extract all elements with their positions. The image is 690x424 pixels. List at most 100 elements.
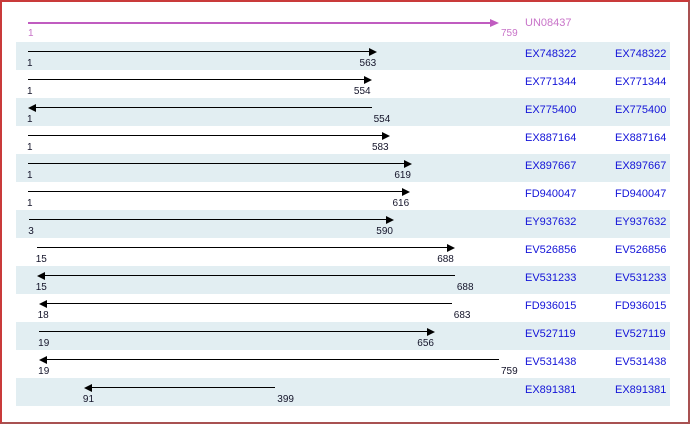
est-accession-link-secondary[interactable]: EX897667 xyxy=(615,160,667,172)
est-arrowhead-icon xyxy=(402,188,411,196)
est-end-coordinate: 554 xyxy=(373,114,391,125)
row-band xyxy=(16,294,670,322)
est-end-coordinate: 563 xyxy=(359,58,377,69)
row-band xyxy=(16,266,670,294)
est-accession-link[interactable]: EV531438 xyxy=(525,356,577,368)
est-start-coordinate: 91 xyxy=(82,394,95,405)
reference-arrow-line xyxy=(28,22,491,24)
reference-start-coordinate: 1 xyxy=(28,28,34,39)
est-accession-link-secondary[interactable]: EY937632 xyxy=(615,216,667,228)
est-arrow-line xyxy=(34,107,372,108)
est-end-coordinate: 683 xyxy=(453,310,471,321)
est-accession-link[interactable]: EV527119 xyxy=(525,328,576,340)
row-band xyxy=(16,378,670,406)
est-start-coordinate: 1 xyxy=(27,142,33,153)
est-accession-link[interactable]: EX897667 xyxy=(525,160,577,172)
est-start-coordinate: 1 xyxy=(27,114,33,125)
est-arrow-line xyxy=(44,303,452,304)
est-accession-link[interactable]: EV531233 xyxy=(525,272,577,284)
est-arrow-line xyxy=(36,247,449,248)
row-band xyxy=(16,70,670,98)
row-band xyxy=(16,182,670,210)
row-band xyxy=(16,210,670,238)
alignment-row: 3 590 EY937632 EY937632 xyxy=(2,210,688,238)
est-accession-link[interactable]: EY937632 xyxy=(525,216,577,228)
est-end-coordinate: 688 xyxy=(437,254,454,265)
row-band xyxy=(16,98,670,126)
est-arrow-line xyxy=(28,191,405,192)
est-start-coordinate: 3 xyxy=(28,226,34,237)
est-accession-link[interactable]: EX771344 xyxy=(525,76,577,88)
est-accession-link-secondary[interactable]: EX887164 xyxy=(615,132,667,144)
est-accession-link-secondary[interactable]: FD940047 xyxy=(615,188,667,200)
reference-end-coordinate: 759 xyxy=(501,28,518,39)
row-band xyxy=(16,322,670,350)
est-end-coordinate: 590 xyxy=(376,226,393,237)
est-accession-link[interactable]: EX748322 xyxy=(525,48,577,60)
est-accession-link-secondary[interactable]: EV531438 xyxy=(615,356,667,368)
est-start-coordinate: 1 xyxy=(27,198,33,209)
est-accession-link-secondary[interactable]: FD936015 xyxy=(615,300,667,312)
est-end-coordinate: 554 xyxy=(353,86,371,97)
est-arrow-line xyxy=(89,387,276,388)
est-arrow-line xyxy=(28,79,366,80)
est-arrow-line xyxy=(28,135,384,136)
est-end-coordinate: 583 xyxy=(371,142,389,153)
alignment-row: 19 656 EV527119 EV527119 xyxy=(2,322,688,350)
est-start-coordinate: 1 xyxy=(27,170,33,181)
est-accession-link[interactable]: EX775400 xyxy=(525,104,577,116)
est-start-coordinate: 15 xyxy=(35,254,47,265)
est-accession-link-secondary[interactable]: EV526856 xyxy=(615,244,667,256)
est-accession-link-secondary[interactable]: EV531233 xyxy=(615,272,667,284)
alignment-row: 19 759 EV531438 EV531438 xyxy=(2,350,688,378)
est-start-coordinate: 18 xyxy=(37,310,49,321)
est-start-coordinate: 1 xyxy=(27,58,33,69)
est-accession-link-secondary[interactable]: EX891381 xyxy=(615,384,667,396)
est-arrowhead-icon xyxy=(446,244,455,252)
row-band xyxy=(16,238,670,266)
est-arrowhead-icon xyxy=(36,272,45,280)
alignment-row: 1 554 EX771344 EX771344 xyxy=(2,70,688,98)
row-band xyxy=(16,350,670,378)
est-accession-link-secondary[interactable]: EX775400 xyxy=(615,104,667,116)
est-start-coordinate: 15 xyxy=(35,282,47,293)
alignment-row: 15 688 EV526856 EV526856 xyxy=(2,238,688,266)
est-accession-link-secondary[interactable]: EX748322 xyxy=(615,48,667,60)
est-accession-link[interactable]: FD940047 xyxy=(525,188,577,200)
est-arrowhead-icon xyxy=(39,356,48,364)
est-arrowhead-icon xyxy=(38,300,47,308)
est-arrow-line xyxy=(28,51,372,52)
alignment-row: 91 399 EX891381 EX891381 xyxy=(2,378,688,406)
est-arrowhead-icon xyxy=(426,328,435,336)
alignment-row: 1 616 FD940047 FD940047 xyxy=(2,182,688,210)
row-band xyxy=(16,126,670,154)
est-arrow-line xyxy=(42,275,455,276)
alignment-row: 1 554 EX775400 EX775400 xyxy=(2,98,688,126)
est-end-coordinate: 759 xyxy=(501,366,518,377)
est-accession-link[interactable]: EV526856 xyxy=(525,244,577,256)
est-accession-link-secondary[interactable]: EV527119 xyxy=(615,328,666,340)
est-end-coordinate: 619 xyxy=(394,170,411,181)
est-arrowhead-icon xyxy=(28,104,36,112)
reference-arrowhead-icon xyxy=(490,19,499,27)
est-arrowhead-icon xyxy=(369,48,378,56)
reference-accession-link[interactable]: UN08437 xyxy=(525,17,572,29)
est-accession-link[interactable]: EX887164 xyxy=(525,132,577,144)
alignment-row: 18 683 FD936015 FD936015 xyxy=(2,294,688,322)
est-arrow-line xyxy=(28,163,406,164)
est-arrowhead-icon xyxy=(404,160,412,168)
est-accession-link[interactable]: FD936015 xyxy=(525,300,577,312)
est-arrow-line xyxy=(45,359,499,360)
est-start-coordinate: 1 xyxy=(27,86,33,97)
alignment-row: 15 688 EV531233 EV531233 xyxy=(2,266,688,294)
alignment-row: 1 619 EX897667 EX897667 xyxy=(2,154,688,182)
est-arrow-line xyxy=(29,219,388,220)
est-accession-link-secondary[interactable]: EX771344 xyxy=(615,76,667,88)
est-arrowhead-icon xyxy=(381,132,390,140)
alignment-row: 1 583 EX887164 EX887164 xyxy=(2,126,688,154)
est-end-coordinate: 656 xyxy=(417,338,434,349)
row-band xyxy=(16,154,670,182)
row-band xyxy=(16,42,670,70)
est-accession-link[interactable]: EX891381 xyxy=(525,384,577,396)
